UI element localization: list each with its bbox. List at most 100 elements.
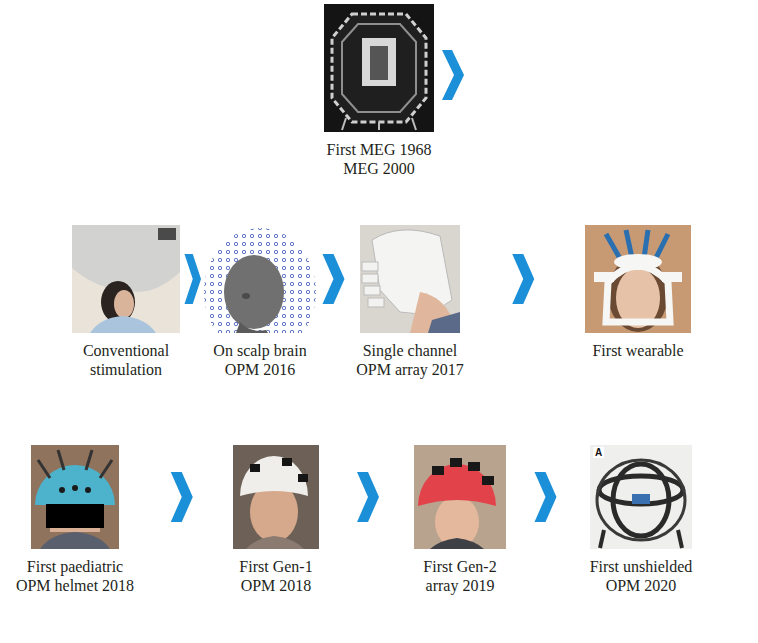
opm-array-photo-part (360, 225, 460, 333)
photo-space (410, 445, 510, 549)
photo-node: On scalp brain OPM 2016 (202, 225, 318, 381)
flow-chevron (171, 472, 193, 522)
gen2-photo-part (414, 445, 506, 549)
photo-caption: First Gen-2 array 2019 (410, 557, 510, 595)
photo-node: First Gen-1 OPM 2018 (226, 445, 326, 597)
photo-space (581, 445, 701, 549)
paediatric-helmet-photo-part (40, 532, 110, 549)
paediatric-helmet-photo-part (59, 487, 65, 493)
gen2-photo-part (432, 466, 444, 475)
photo-node: Conventional stimulation (69, 225, 184, 381)
photo-caption: Conventional stimulation (69, 341, 184, 379)
unshielded-photo-part (613, 464, 669, 536)
meg-1968-photo (324, 4, 434, 132)
meg-1968-photo-part (378, 122, 380, 130)
gen2-photo-part (468, 462, 480, 471)
wearable-photo (585, 225, 691, 333)
opm-array-photo (360, 225, 460, 333)
photo-node: First MEG 1968 MEG 2000 (314, 4, 444, 180)
photo-node: First wearable (576, 225, 701, 362)
paediatric-helmet-photo-part (100, 460, 112, 478)
gen2-photo-part (418, 464, 496, 506)
unshielded-photo-part (600, 530, 604, 548)
photo-space (69, 225, 184, 333)
conventional-meg-photo-part (158, 228, 176, 240)
scalp-sensor-model-part (204, 228, 316, 333)
photo-caption: Single channel OPM array 2017 (349, 341, 471, 379)
scalp-sensor-model-part (242, 293, 250, 299)
scalp-sensor-model-part (224, 255, 284, 329)
meg-1968-photo-part (342, 118, 346, 130)
meg-1968-photo-part (342, 24, 416, 112)
conventional-meg-photo-part (114, 290, 134, 318)
photo-caption: On scalp brain OPM 2016 (203, 341, 318, 379)
flow-chevron (442, 50, 464, 100)
photo-node: Single channel OPM array 2017 (349, 225, 471, 381)
gen2-photo-part (450, 458, 462, 467)
wearable-photo-part (606, 266, 670, 322)
wearable-photo-part (626, 230, 632, 258)
scalp-sensor-model-part (236, 322, 268, 333)
conventional-meg-photo-part (72, 225, 180, 333)
wearable-photo-part (594, 272, 614, 282)
conventional-meg-photo (72, 225, 180, 333)
scalp-sensor-model (202, 225, 318, 356)
paediatric-helmet-photo-part (72, 485, 78, 491)
photo-space (576, 225, 701, 333)
conventional-meg-photo-part (72, 225, 180, 292)
flow-chevron (535, 472, 557, 522)
paediatric-helmet-photo-part (58, 450, 64, 470)
photo-caption: First wearable (576, 341, 701, 360)
panel-letter: A (593, 447, 604, 458)
meg-1968-photo-part (362, 38, 396, 86)
meg-1968-photo-part (332, 14, 426, 122)
unshielded-photo (590, 445, 692, 549)
photo-space (202, 225, 318, 333)
photo-node: First unshielded OPM 2020 (581, 445, 701, 597)
unshielded-photo-part (597, 460, 685, 540)
photo-space (13, 445, 138, 549)
flow-chevron (323, 254, 345, 304)
wearable-photo-part (614, 254, 662, 270)
unshielded-photo-part (678, 530, 682, 548)
photo-caption: First unshielded OPM 2020 (581, 557, 701, 595)
gen1-photo (233, 445, 319, 549)
gen2-photo-part (482, 476, 494, 485)
wearable-photo-part (585, 225, 691, 333)
photo-space (314, 4, 444, 132)
gen1-photo-part (246, 536, 304, 549)
paediatric-helmet-photo-part (38, 460, 50, 478)
photo-caption: First MEG 1968 MEG 2000 (314, 140, 444, 178)
photo-space (349, 225, 471, 333)
unshielded-photo-part (632, 494, 650, 504)
photo-node: First paediatric OPM helmet 2018 (13, 445, 138, 597)
paediatric-helmet-photo-part (85, 487, 91, 493)
gen1-photo-part (250, 464, 260, 472)
opm-array-photo-part (364, 286, 380, 295)
conventional-meg-photo-part (90, 316, 156, 333)
flow-chevron (185, 254, 202, 304)
opm-array-photo-part (362, 262, 378, 271)
paediatric-helmet-photo-part (46, 504, 104, 528)
opm-array-photo-part (362, 274, 378, 283)
meg-1968-photo-part (370, 46, 388, 80)
wearable-photo-part (644, 230, 648, 258)
gen1-photo-part (233, 445, 319, 549)
meg-1968-photo-part (412, 118, 416, 130)
flow-chevron (512, 254, 534, 304)
photo-caption: First paediatric OPM helmet 2018 (13, 557, 138, 595)
gen1-photo-part (240, 456, 308, 496)
opm-array-photo-part (368, 298, 384, 307)
paediatric-helmet-photo-part (31, 445, 119, 549)
paediatric-helmet-photo (31, 445, 119, 549)
opm-array-photo-part (428, 312, 460, 333)
photo-caption: First Gen-1 OPM 2018 (226, 557, 326, 595)
gen1-photo-part (298, 474, 308, 482)
paediatric-helmet-photo-part (86, 450, 92, 470)
wearable-photo-part (662, 272, 682, 282)
gen2-photo (414, 445, 506, 549)
